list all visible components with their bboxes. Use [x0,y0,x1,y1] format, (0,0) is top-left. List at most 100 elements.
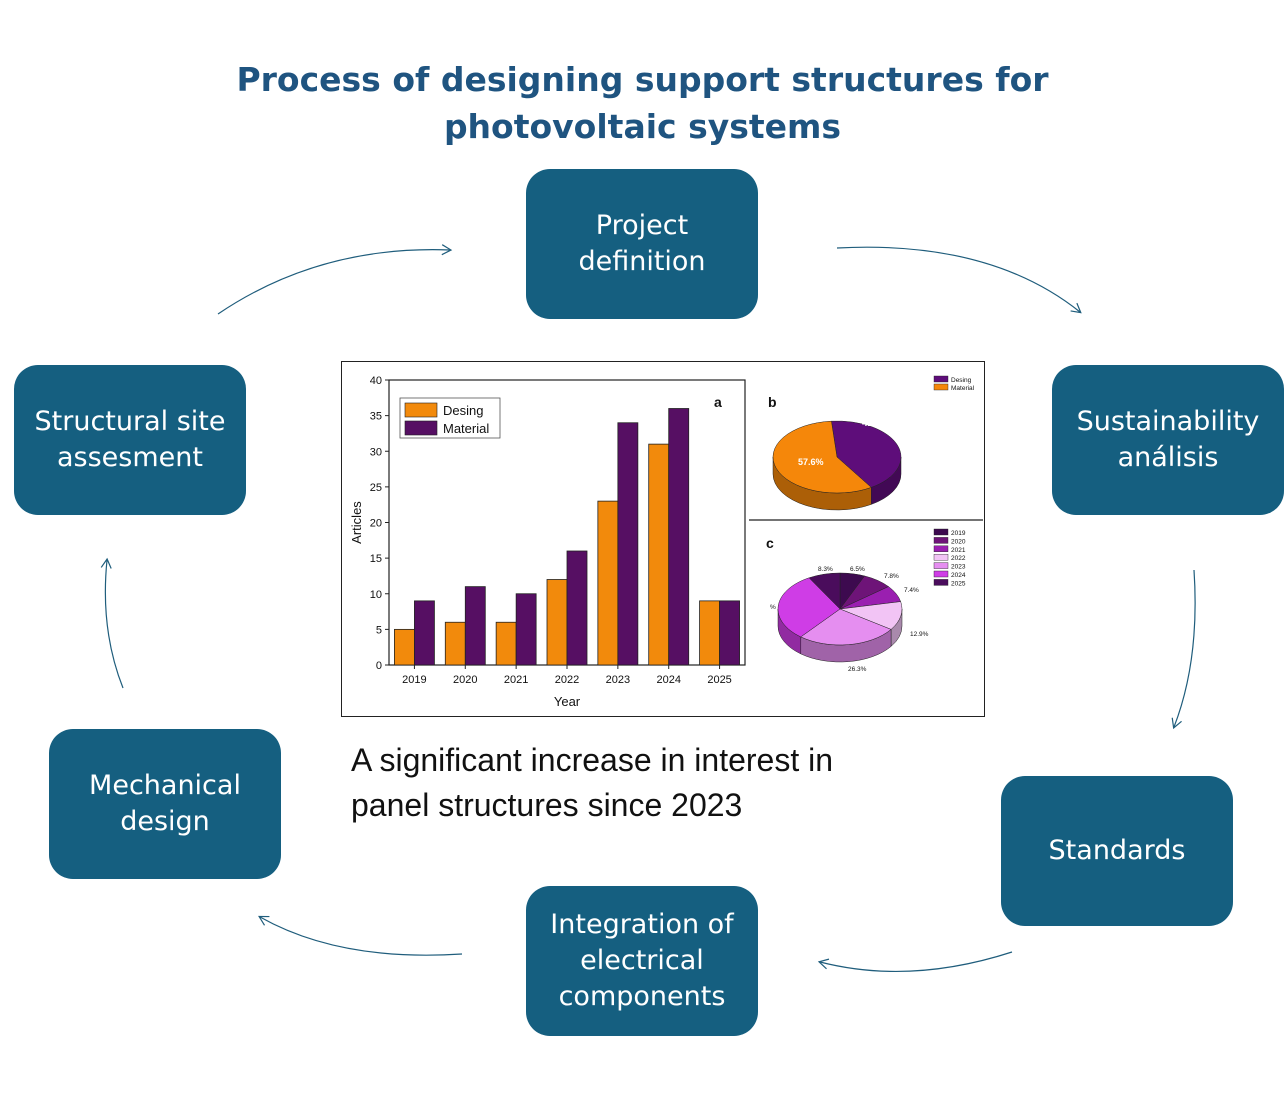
pie-c-value-label: % [770,604,776,611]
node-label: assesment [57,442,203,473]
node-label: definition [578,246,706,277]
pie-c-value-label: 7.8% [884,573,899,580]
pie-b-legend-label: Material [951,385,975,392]
node-label: Structural site [34,406,226,437]
pie-c-legend-label: 2024 [951,572,966,579]
pie-c-legend-label: 2021 [951,547,966,554]
bar-desing-2024 [648,443,670,666]
x-tick-label: 2019 [402,674,426,686]
pie-b-value-label: 57.6% [798,457,824,467]
bar-desing-2022 [546,579,568,666]
pie-c-legend-swatch [933,553,949,561]
pie-b-slice-Desing [831,420,902,488]
legend-label-desing: Desing [443,403,483,418]
bar-desing-2023 [597,500,619,666]
pie-c-slice-2025 [808,572,841,610]
y-tick-label: 30 [370,446,382,458]
x-tick-label: 2023 [606,674,630,686]
node-label: Sustainability [1076,406,1260,437]
bar-desing-2020 [444,621,466,666]
page-title: Process of designing support structures … [0,56,1285,150]
panel-label-a: a [714,394,722,410]
pie-c-legend-swatch [933,537,949,544]
title-line-2: photovoltaic systems [443,107,842,146]
bar-material-2020 [464,586,486,666]
arrow-mechanical-to-structural [100,557,124,689]
y-tick-label: 20 [370,518,382,530]
node-mechanical-design: Mechanical design [49,729,281,879]
pie-c-legend-label: 2023 [951,564,966,571]
pie-c-legend-label: 2019 [951,530,966,537]
node-standards: Standards [1001,776,1233,926]
pie-b-slice-Material [772,420,872,494]
pie-c-legend-label: 2020 [951,538,966,545]
y-axis-label: Articles [349,501,364,544]
node-label: design [120,806,210,837]
pie-c-value-label: 6.5% [850,566,865,573]
bar-material-2022 [566,550,588,666]
node-label: Mechanical [89,770,241,801]
pie-c-legend-swatch [933,562,949,569]
node-label: components [558,981,726,1012]
y-tick-label: 0 [376,660,382,672]
pie-c-value-label: 26.3% [848,666,867,673]
caption-line-1: A significant increase in interest in [351,742,834,778]
node-structural-site: Structural site assesment [14,365,246,515]
bar-desing-2019 [394,628,415,666]
arrow-integration-to-mechanical [258,915,463,956]
pie-c-legend-label: 2022 [951,555,966,562]
pie-b-legend-swatch [933,375,949,383]
x-tick-label: 2020 [453,674,477,686]
arrow-standards-to-integration [817,951,1013,973]
pie-c-legend-swatch [933,528,949,536]
pie-c-legend-swatch [933,570,949,578]
node-label: Standards [1048,835,1186,866]
node-label: análisis [1117,442,1219,473]
pie-b-legend-swatch [933,383,949,391]
x-tick-label: 2025 [707,674,731,686]
y-tick-label: 35 [370,411,382,423]
node-sustainability-analysis: Sustainability análisis [1052,365,1284,515]
pie-c-value-label: 7.4% [904,587,919,594]
bar-material-2024 [668,408,690,666]
title-line-1: Process of designing support structures … [236,60,1049,99]
bar-material-2019 [414,600,435,666]
pie-c-slice-2023 [800,608,892,646]
node-label: Project [595,210,689,241]
x-axis-label: Year [554,694,581,709]
pie-c-legend-label: 2025 [951,580,966,587]
y-tick-label: 25 [370,482,382,494]
panel-label-b: b [768,394,777,410]
y-tick-label: 5 [376,624,382,636]
arrow-sustainability-to-standards [1171,569,1196,730]
node-project-definition: Project definition [526,169,758,319]
legend-swatch-desing [404,402,438,418]
pie-c-legend-swatch [933,579,949,586]
pie-b-legend-label: Desing [951,377,972,384]
bar-material-2023 [617,422,639,666]
pie-c-legend-swatch [933,545,949,553]
x-tick-label: 2024 [656,674,680,686]
bar-desing-2021 [495,621,517,666]
caption: A significant increase in interest in pa… [351,738,991,828]
bar-material-2021 [515,593,537,666]
legend-swatch-material [404,420,438,436]
pie-c-value-label: 8.3% [818,566,833,573]
pie-c-value-label: 12.9% [910,631,929,638]
x-tick-label: 2022 [555,674,579,686]
caption-line-2: panel structures since 2023 [351,787,743,823]
node-label: electrical [580,945,704,976]
node-integration-electrical: Integration of electrical components [526,886,758,1036]
pie-c-slice-2024 [777,577,841,638]
arrow-structural-to-project [217,244,453,315]
arrow-project-to-sustainability [836,246,1082,314]
legend-label-material: Material [443,421,489,436]
y-tick-label: 40 [370,375,382,387]
y-tick-label: 10 [370,589,382,601]
bar-desing-2025 [699,600,720,666]
node-label: Integration of [550,909,734,940]
bar-material-2025 [719,600,740,666]
